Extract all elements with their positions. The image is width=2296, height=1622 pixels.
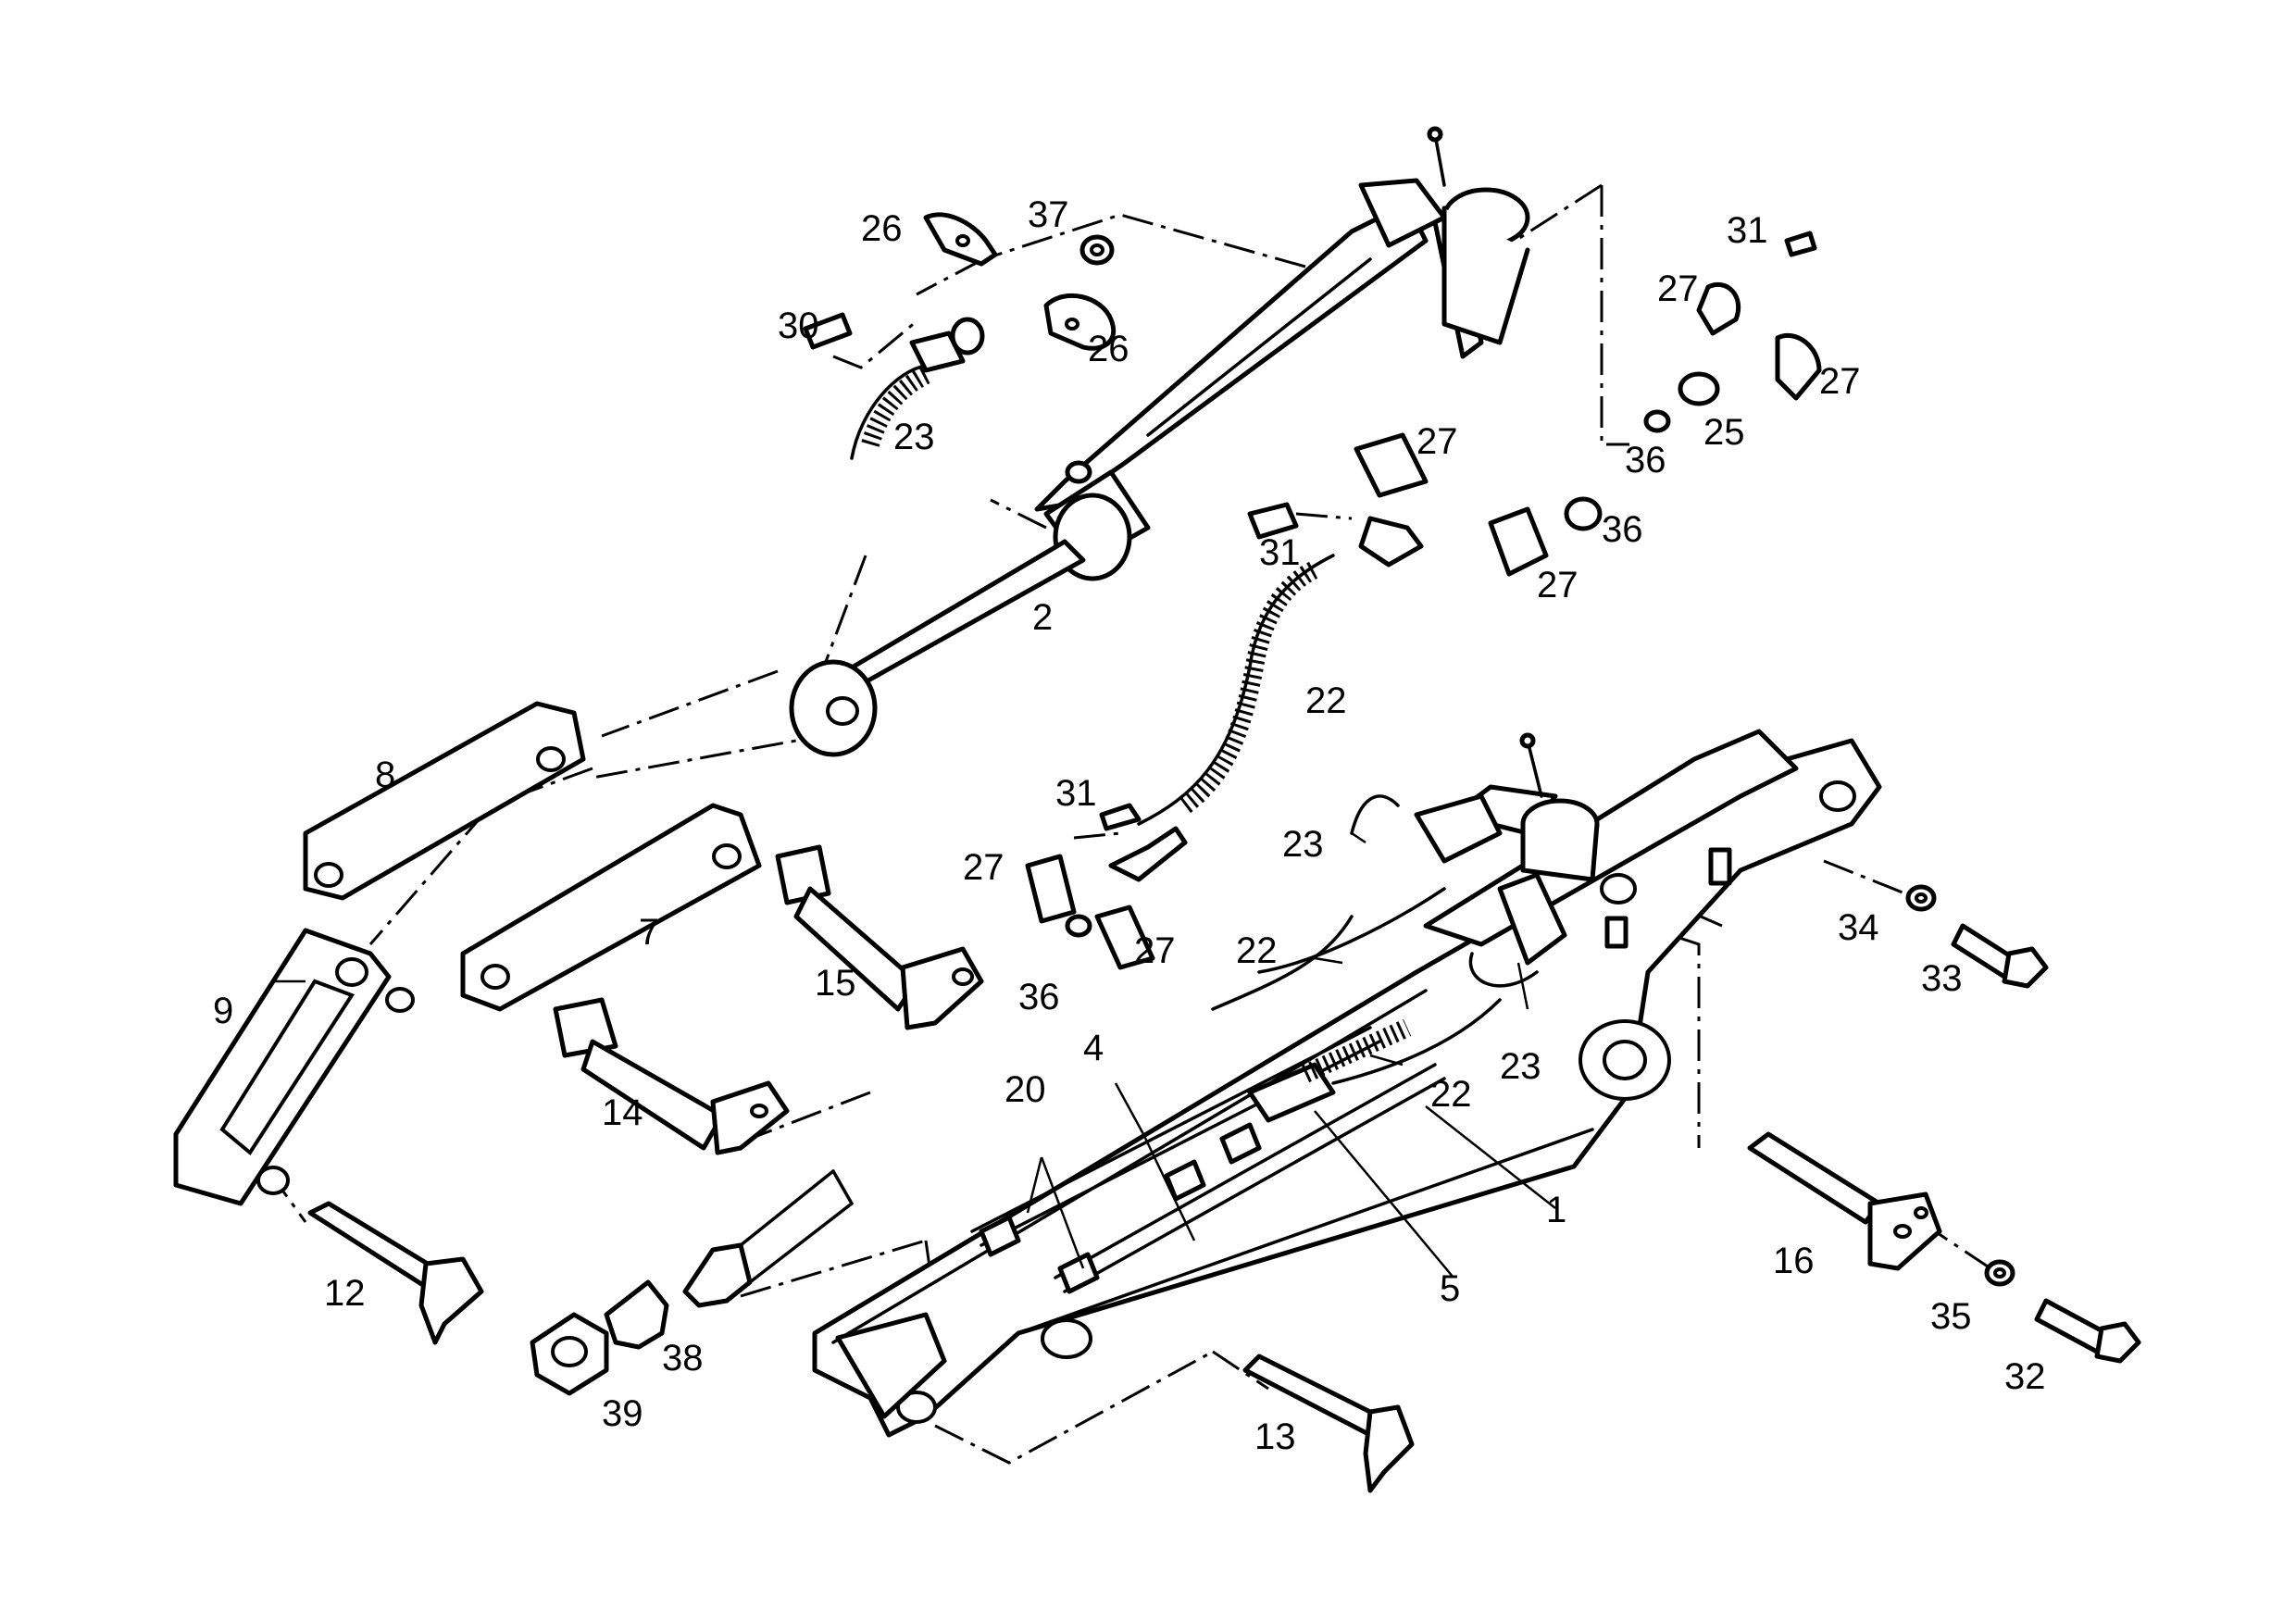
callout-30: 30	[778, 306, 819, 346]
pin-part-15	[775, 844, 984, 1030]
callout-23: 23	[1500, 1046, 1541, 1087]
callout-23: 23	[893, 417, 935, 457]
washer-part-35	[1984, 1259, 2015, 1287]
callout-26: 26	[1088, 329, 1129, 369]
callout-1: 1	[1546, 1190, 1566, 1230]
pin-part-14	[553, 997, 790, 1155]
tube-clamps-part-20	[979, 1122, 1262, 1294]
callout-22: 22	[1305, 680, 1347, 721]
pin-part-12	[307, 1201, 484, 1345]
callout-27: 27	[1657, 268, 1699, 309]
callout-13: 13	[1254, 1416, 1296, 1457]
hose-part-23-lower	[1350, 794, 1539, 988]
callout-36: 36	[1602, 509, 1643, 550]
boom-arm-part-1	[812, 729, 1882, 1438]
hydraulic-cylinder-part-2	[789, 126, 1530, 757]
callout-31: 31	[1259, 532, 1301, 573]
callout-22: 22	[1430, 1074, 1472, 1115]
bolt-part-33	[1951, 923, 2049, 989]
clamp-part-27-set-lower	[1025, 803, 1155, 970]
callout-7: 7	[639, 912, 659, 953]
callout-20: 20	[1004, 1069, 1046, 1110]
callout-32: 32	[2004, 1356, 2046, 1397]
callout-34: 34	[1838, 907, 1879, 948]
nut-part-39	[530, 1312, 609, 1396]
callout-31: 31	[1727, 210, 1768, 251]
callout-labels: 26 37 30 26 23 31 27 27 25 36 27 31 36 2…	[213, 194, 2046, 1457]
callout-33: 33	[1921, 958, 1963, 999]
callout-31: 31	[1055, 773, 1097, 814]
callout-27: 27	[1134, 930, 1176, 971]
washer-part-34	[1905, 884, 1937, 912]
link-part-8	[303, 701, 586, 901]
callout-27: 27	[1416, 421, 1458, 462]
pin-part-13	[1242, 1354, 1415, 1493]
washer-part-37	[1079, 234, 1115, 266]
callout-35: 35	[1930, 1296, 1972, 1337]
callout-8: 8	[375, 755, 395, 795]
hose-part-23-upper	[850, 317, 985, 460]
callout-5: 5	[1440, 1268, 1460, 1309]
callout-25: 25	[1703, 412, 1745, 453]
callout-38: 38	[662, 1338, 704, 1379]
callout-15: 15	[815, 963, 856, 1004]
leader-lines	[273, 831, 1556, 1279]
callout-26: 26	[861, 208, 903, 249]
callout-39: 39	[602, 1393, 643, 1434]
pin-part-16	[1747, 1131, 1942, 1271]
callout-36: 36	[1018, 977, 1060, 1017]
assembly-lines	[267, 183, 1991, 1465]
callout-27: 27	[963, 847, 1004, 888]
link-part-7	[460, 803, 762, 1012]
clamp-part-26-upper	[923, 212, 998, 267]
callout-9: 9	[213, 991, 233, 1031]
callout-27: 27	[1819, 361, 1861, 402]
adapter-fitting	[682, 1169, 854, 1308]
manifold-part-5	[1247, 1018, 1412, 1123]
hose-part-22-upper	[1108, 516, 1424, 882]
clamp-part-27-set-right	[1643, 231, 1822, 433]
callout-23: 23	[1282, 824, 1324, 865]
clamp-part-27-set-middle	[1247, 432, 1603, 577]
callout-22: 22	[1236, 930, 1278, 971]
bolt-part-32	[2034, 1298, 2141, 1364]
callout-2: 2	[1032, 597, 1053, 638]
callout-16: 16	[1773, 1241, 1815, 1281]
screw-part-30	[803, 312, 853, 350]
callout-12: 12	[324, 1273, 366, 1314]
hose-part-22-lower	[1211, 887, 1502, 1085]
callout-4: 4	[1083, 1028, 1104, 1068]
callout-36: 36	[1625, 440, 1666, 480]
callout-14: 14	[602, 1092, 643, 1133]
callout-27: 27	[1537, 565, 1578, 605]
fitting-part-38	[604, 1279, 669, 1350]
linkage-frame-part-9	[173, 928, 415, 1206]
clamp-part-26-lower	[1043, 293, 1117, 351]
callout-37: 37	[1028, 194, 1069, 235]
